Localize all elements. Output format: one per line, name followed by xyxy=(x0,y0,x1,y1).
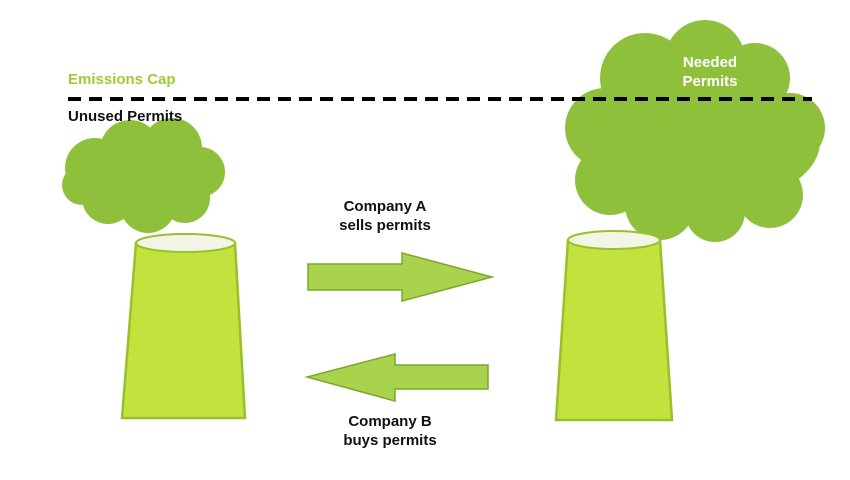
needed-permits-label: Needed Permits xyxy=(660,53,760,91)
company-b-action: buys permits xyxy=(343,432,437,449)
unused-permits-cloud xyxy=(62,118,225,233)
company-b-buys-label: Company B buys permits xyxy=(310,412,470,450)
sell-arrow xyxy=(307,252,495,302)
company-a-action: sells permits xyxy=(339,217,431,234)
company-a-sells-label: Company A sells permits xyxy=(305,197,465,235)
needed-permits-line-2: Permits xyxy=(682,73,738,90)
company-b-name: Company B xyxy=(348,413,432,430)
company-a-name: Company A xyxy=(343,198,427,215)
buy-arrow xyxy=(304,353,489,402)
needed-permits-line-1: Needed xyxy=(682,54,738,71)
company-b-tower xyxy=(554,230,674,422)
company-a-tower xyxy=(120,233,247,420)
unused-permits-label: Unused Permits xyxy=(68,108,183,125)
emissions-cap-label: Emissions Cap xyxy=(68,71,176,88)
